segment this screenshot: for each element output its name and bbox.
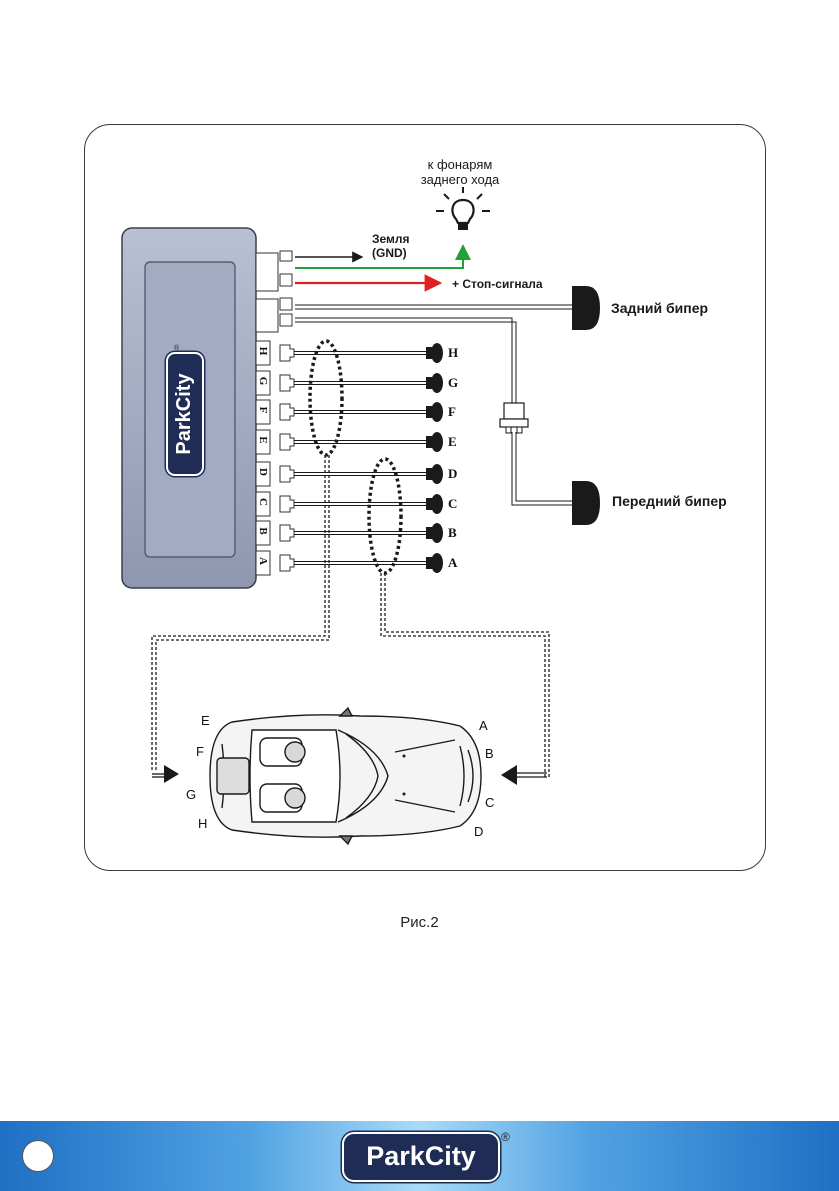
port-letter: A [257, 557, 269, 565]
sensor-plug [279, 465, 295, 483]
sensor-plug [279, 554, 295, 572]
front-buzzer-wire-a [295, 317, 513, 403]
light-bulb-icon [436, 187, 490, 230]
footer-registered-mark: ® [501, 1130, 510, 1144]
sensor-icon [431, 373, 443, 393]
sensor-body [426, 557, 432, 569]
sensor-port [255, 520, 271, 546]
ground-label: Земля (GND) [372, 232, 410, 260]
car-top-view [209, 706, 482, 846]
left-cable-run [151, 455, 330, 772]
car-label-a: A [479, 718, 488, 733]
car-label-e: E [201, 713, 210, 728]
port-letter: C [257, 498, 269, 506]
rear-buzzer-icon [572, 286, 600, 330]
sensor-port [255, 399, 271, 425]
brake-label: + Стоп-сигнала [452, 277, 543, 291]
sensor-body [426, 498, 432, 510]
diagram-frame [84, 124, 766, 871]
connector-plug [279, 313, 293, 327]
port-letter: B [257, 527, 269, 535]
sensor-icon [431, 553, 443, 573]
sensor-port [255, 491, 271, 517]
car-label-d: D [474, 824, 484, 839]
connector-plug [279, 250, 293, 262]
right-sensor-bundle [367, 457, 403, 575]
sensor-label: C [448, 496, 458, 511]
sensor-body [426, 527, 432, 539]
unit-logo-text: ParkCity [173, 373, 195, 455]
port-letter: D [257, 468, 269, 476]
connector-plugs [279, 250, 295, 572]
sensor-icon [431, 523, 443, 543]
sensor-icon [431, 494, 443, 514]
left-sensor-bundle [308, 339, 344, 457]
page-number-circle [22, 1140, 54, 1172]
car-label-c: C [485, 795, 495, 810]
inline-connector [499, 402, 529, 434]
port-letter: F [257, 406, 269, 414]
sensor-icon [431, 464, 443, 484]
sensor-plug [279, 344, 295, 362]
sensor-plug [279, 524, 295, 542]
sensor-icon [431, 432, 443, 452]
sensor-label: A [448, 555, 458, 570]
tail-lights-label: к фонарям заднего хода [420, 157, 500, 187]
front-buzzer-wire-b [295, 321, 517, 403]
unit-registered-mark: ® [174, 345, 180, 352]
sensor-port [255, 340, 271, 366]
connector-plug [279, 273, 293, 287]
buzzer-connector [255, 298, 279, 333]
rear-buzzer-label: Задний бипер [611, 300, 709, 316]
car-label-h: H [198, 816, 208, 831]
sensor-label: F [448, 404, 456, 419]
sensor-port [255, 429, 271, 455]
car-label-g: G [186, 787, 197, 802]
sensor-port [255, 370, 271, 396]
sensor-group [294, 343, 443, 573]
sensor-icon [431, 402, 443, 422]
sensor-port [255, 461, 271, 487]
sensor-plug [279, 403, 295, 421]
sensor-label: H [448, 345, 459, 360]
sensor-body [426, 347, 432, 359]
port-letter: H [257, 346, 269, 356]
front-buzzer-label: Передний бипер [612, 493, 727, 509]
port-boxes [255, 340, 271, 576]
sensor-body [426, 406, 432, 418]
sensor-body [426, 377, 432, 389]
front-buzzer-icon [572, 481, 600, 525]
car-label-b: B [485, 746, 494, 761]
connector-plug [279, 297, 293, 311]
sensor-body [426, 468, 432, 480]
figure-caption: Рис.2 [400, 914, 439, 931]
footer-logo: ParkCity [342, 1132, 500, 1182]
sensor-port [255, 550, 271, 576]
sensor-label: B [448, 525, 457, 540]
sensor-plug [279, 374, 295, 392]
left-arrow-icon [164, 765, 179, 783]
right-arrow-icon [501, 765, 517, 785]
sensor-label: E [448, 434, 457, 449]
sensor-label: D [448, 466, 458, 481]
sensor-label: G [448, 375, 459, 390]
reverse-wire [295, 244, 471, 269]
port-letter: G [257, 376, 269, 386]
sensor-plug [279, 495, 295, 513]
car-label-f: F [196, 744, 204, 759]
sensor-icon [431, 343, 443, 363]
footer-logo-text: ParkCity [366, 1141, 476, 1171]
sensor-body [426, 436, 432, 448]
sensor-plug [279, 433, 295, 451]
right-cable-run [380, 573, 550, 778]
power-connector [255, 252, 279, 292]
port-letter: E [257, 436, 269, 444]
